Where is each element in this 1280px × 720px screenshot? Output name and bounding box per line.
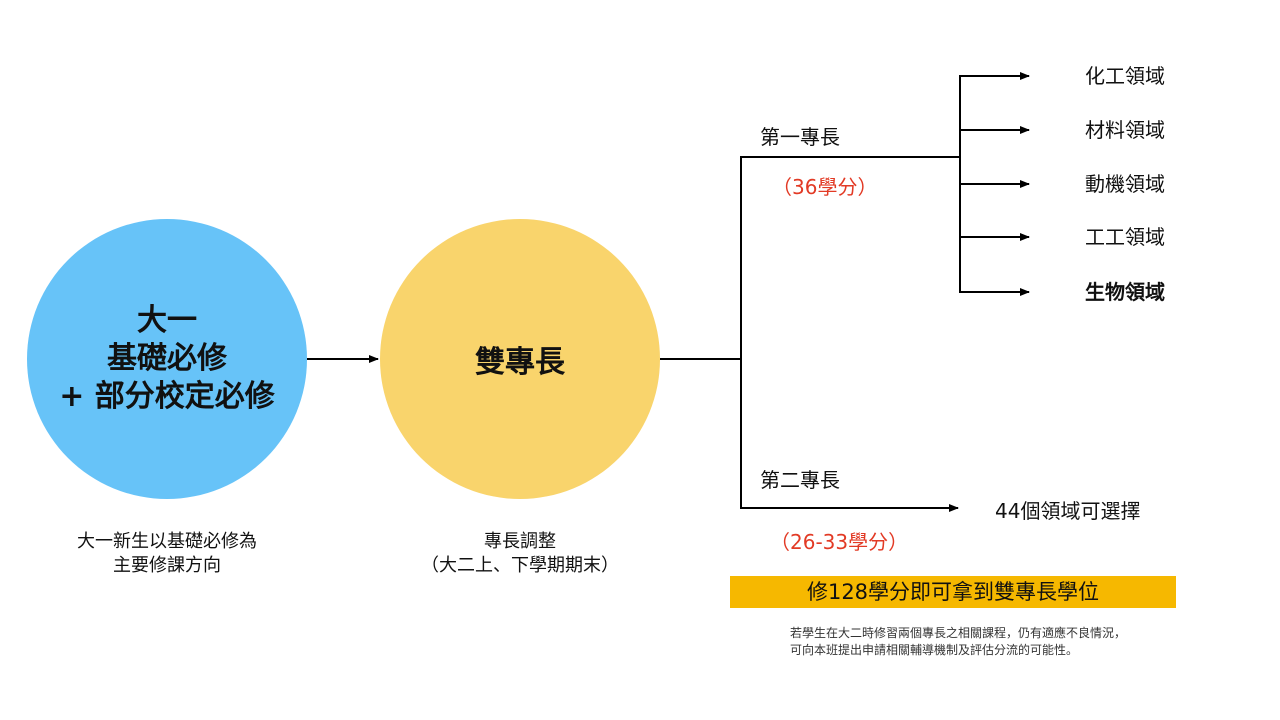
caption1-line2: 主要修課方向 [113, 555, 221, 576]
caption2-line1: 專長調整 [484, 531, 556, 552]
circle1-line2: 基礎必修 [107, 341, 227, 376]
advisory-note: 若學生在大二時修習兩個專長之相關課程，仍有適應不良情況， 可向本班提出申請相關輔… [790, 625, 1126, 659]
second-specialty-label: 第二專長 [760, 468, 840, 492]
second-specialty-credits: （26-33學分） [770, 530, 909, 554]
domain-materials: 材料領域 [1085, 118, 1165, 142]
circle-freshman-requirements: 大一 基礎必修 + 部分校定必修 [27, 219, 307, 499]
degree-banner: 修128學分即可拿到雙專長學位 [730, 576, 1176, 608]
caption2-line2: （大二上、下學期期末） [421, 555, 619, 576]
circle1-line1: 大一 [137, 303, 197, 338]
caption-freshman: 大一新生以基礎必修為 主要修課方向 [47, 530, 287, 578]
caption1-line1: 大一新生以基礎必修為 [77, 531, 257, 552]
domain-mechanical: 動機領域 [1085, 172, 1165, 196]
second-specialty-target: 44個領域可選擇 [995, 499, 1141, 523]
circle1-line3: + 部分校定必修 [59, 379, 275, 414]
note-line2: 可向本班提出申請相關輔導機制及評估分流的可能性。 [790, 643, 1079, 657]
domain-industrial: 工工領域 [1085, 225, 1165, 249]
caption-adjustment: 專長調整 （大二上、下學期期末） [400, 530, 640, 578]
first-specialty-credits: （36學分） [772, 175, 878, 199]
domain-chemical: 化工領域 [1085, 64, 1165, 88]
circle-double-specialty: 雙專長 [380, 219, 660, 499]
circle2-text: 雙專長 [475, 345, 565, 380]
first-specialty-label: 第一專長 [760, 125, 840, 149]
domain-biology: 生物領域 [1085, 280, 1165, 304]
note-line1: 若學生在大二時修習兩個專長之相關課程，仍有適應不良情況， [790, 626, 1127, 640]
